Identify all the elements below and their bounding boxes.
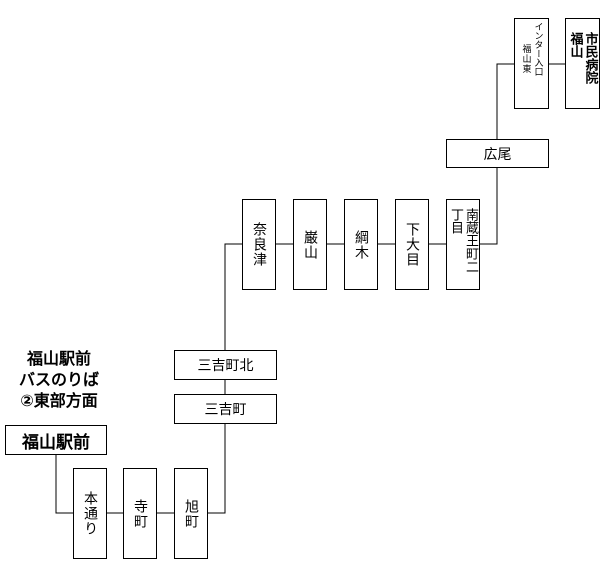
stop-ic-entrance-line-a: 福山東: [520, 44, 531, 74]
stop-hospital-line-b: 市民病院: [582, 32, 598, 84]
stop-hiroo-label: 広尾: [483, 146, 512, 163]
stop-ic-entrance: インター入口 福山東: [514, 18, 549, 109]
stop-hondori: 本通り: [73, 468, 107, 559]
stop-teramachi: 寺町: [123, 468, 157, 559]
stop-miyoshicho-kita-label: 三吉町北: [197, 358, 254, 374]
route-line-origin-hondori: [55, 455, 73, 514]
stop-miyoshicho-label: 三吉町: [204, 402, 247, 418]
stop-origin: 福山駅前: [5, 425, 107, 455]
stop-minamikura-label: 南蔵王町二丁目: [448, 207, 478, 273]
stop-tsunagi: 綱木: [344, 199, 378, 290]
stop-origin-label: 福山駅前: [22, 432, 90, 453]
route-line-miyoshicho-kita-naratsu: [224, 243, 242, 350]
title-line-2: バスのりば: [18, 370, 99, 389]
stop-iwao: 巌山: [293, 199, 327, 290]
stop-iwao-label: 巌山: [302, 229, 318, 260]
stop-hospital: 市民病院 福山: [565, 18, 600, 109]
title-line-1: 福山駅前: [26, 349, 91, 368]
stop-ic-entrance-line-b: インター入口: [532, 22, 543, 76]
route-line-asahimachi-miyoshicho: [208, 424, 226, 514]
stop-tsunagi-label: 綱木: [353, 229, 369, 260]
stop-asahimachi-label: 旭町: [183, 498, 199, 529]
stop-teramachi-label: 寺町: [132, 498, 148, 529]
stop-miyoshicho: 三吉町: [174, 394, 277, 424]
stop-naratsu-label: 奈良津: [251, 222, 267, 267]
stop-miyoshicho-kita: 三吉町北: [174, 350, 277, 380]
stop-naratsu: 奈良津: [242, 199, 276, 290]
stop-hiroo: 広尾: [446, 139, 549, 168]
route-lines: [55, 63, 565, 514]
route-line-hiroo-ic: [496, 63, 514, 139]
stop-hondori-label: 本通り: [82, 491, 98, 536]
title-line-3: ②東部方面: [20, 391, 98, 410]
stop-hospital-line-a: 福山: [567, 32, 583, 58]
stop-minamikura: 南蔵王町二丁目: [446, 199, 480, 290]
stop-asahimachi: 旭町: [174, 468, 208, 559]
stop-shimoome-label: 下大目: [404, 222, 420, 267]
stop-area-title: 福山駅前 バスのりば ②東部方面: [6, 348, 112, 411]
stop-shimoome: 下大目: [395, 199, 429, 290]
route-line-minamikura-hiroo: [480, 168, 498, 245]
